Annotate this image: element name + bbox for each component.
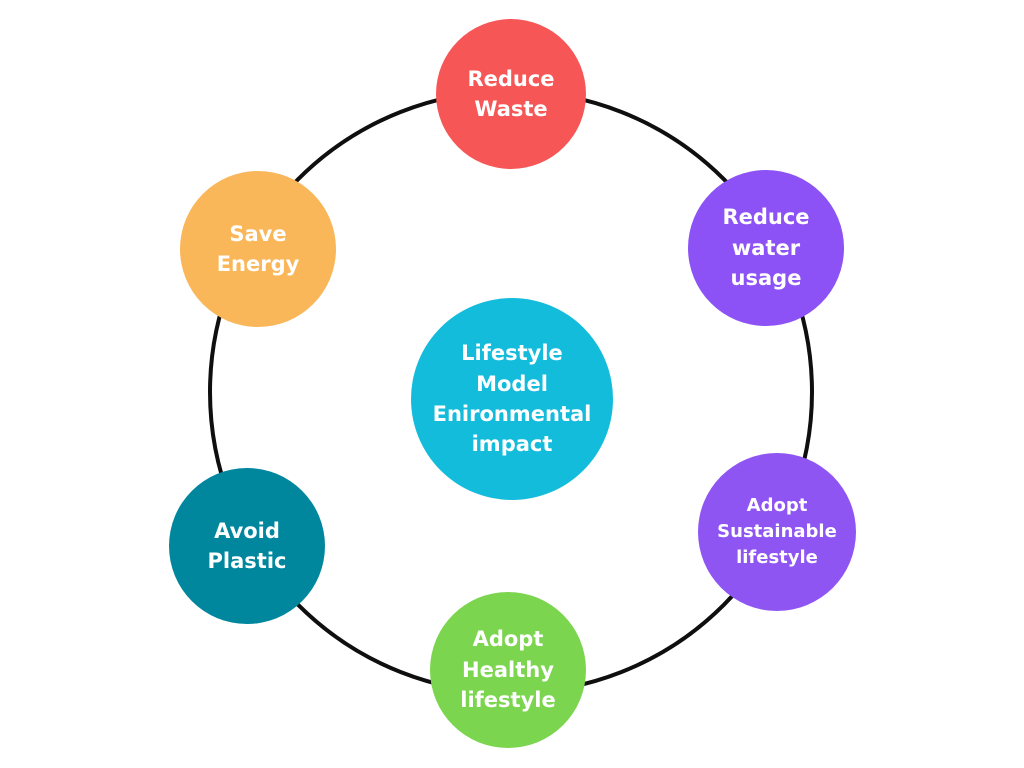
node-label-adopt-sustainable-lifestyle: Adopt Sustainable lifestyle (717, 494, 837, 569)
node-save-energy: Save Energy (180, 171, 336, 327)
node-reduce-water-usage: Reduce water usage (688, 170, 844, 326)
node-label-save-energy: Save Energy (216, 221, 300, 276)
node-label-reduce-water-usage: Reduce water usage (722, 205, 810, 291)
node-label-reduce-waste: Reduce Waste (467, 66, 555, 121)
node-label-avoid-plastic: Avoid Plastic (207, 518, 287, 573)
node-label-adopt-healthy-lifestyle: Adopt Healthy lifestyle (460, 627, 556, 713)
node-reduce-waste: Reduce Waste (436, 19, 586, 169)
center-node-label: Lifestyle Model Enironmental impact (432, 341, 592, 457)
node-adopt-sustainable-lifestyle: Adopt Sustainable lifestyle (698, 453, 856, 611)
node-adopt-healthy-lifestyle: Adopt Healthy lifestyle (430, 592, 586, 748)
node-avoid-plastic: Avoid Plastic (169, 468, 325, 624)
center-node: Lifestyle Model Enironmental impact (411, 298, 613, 500)
